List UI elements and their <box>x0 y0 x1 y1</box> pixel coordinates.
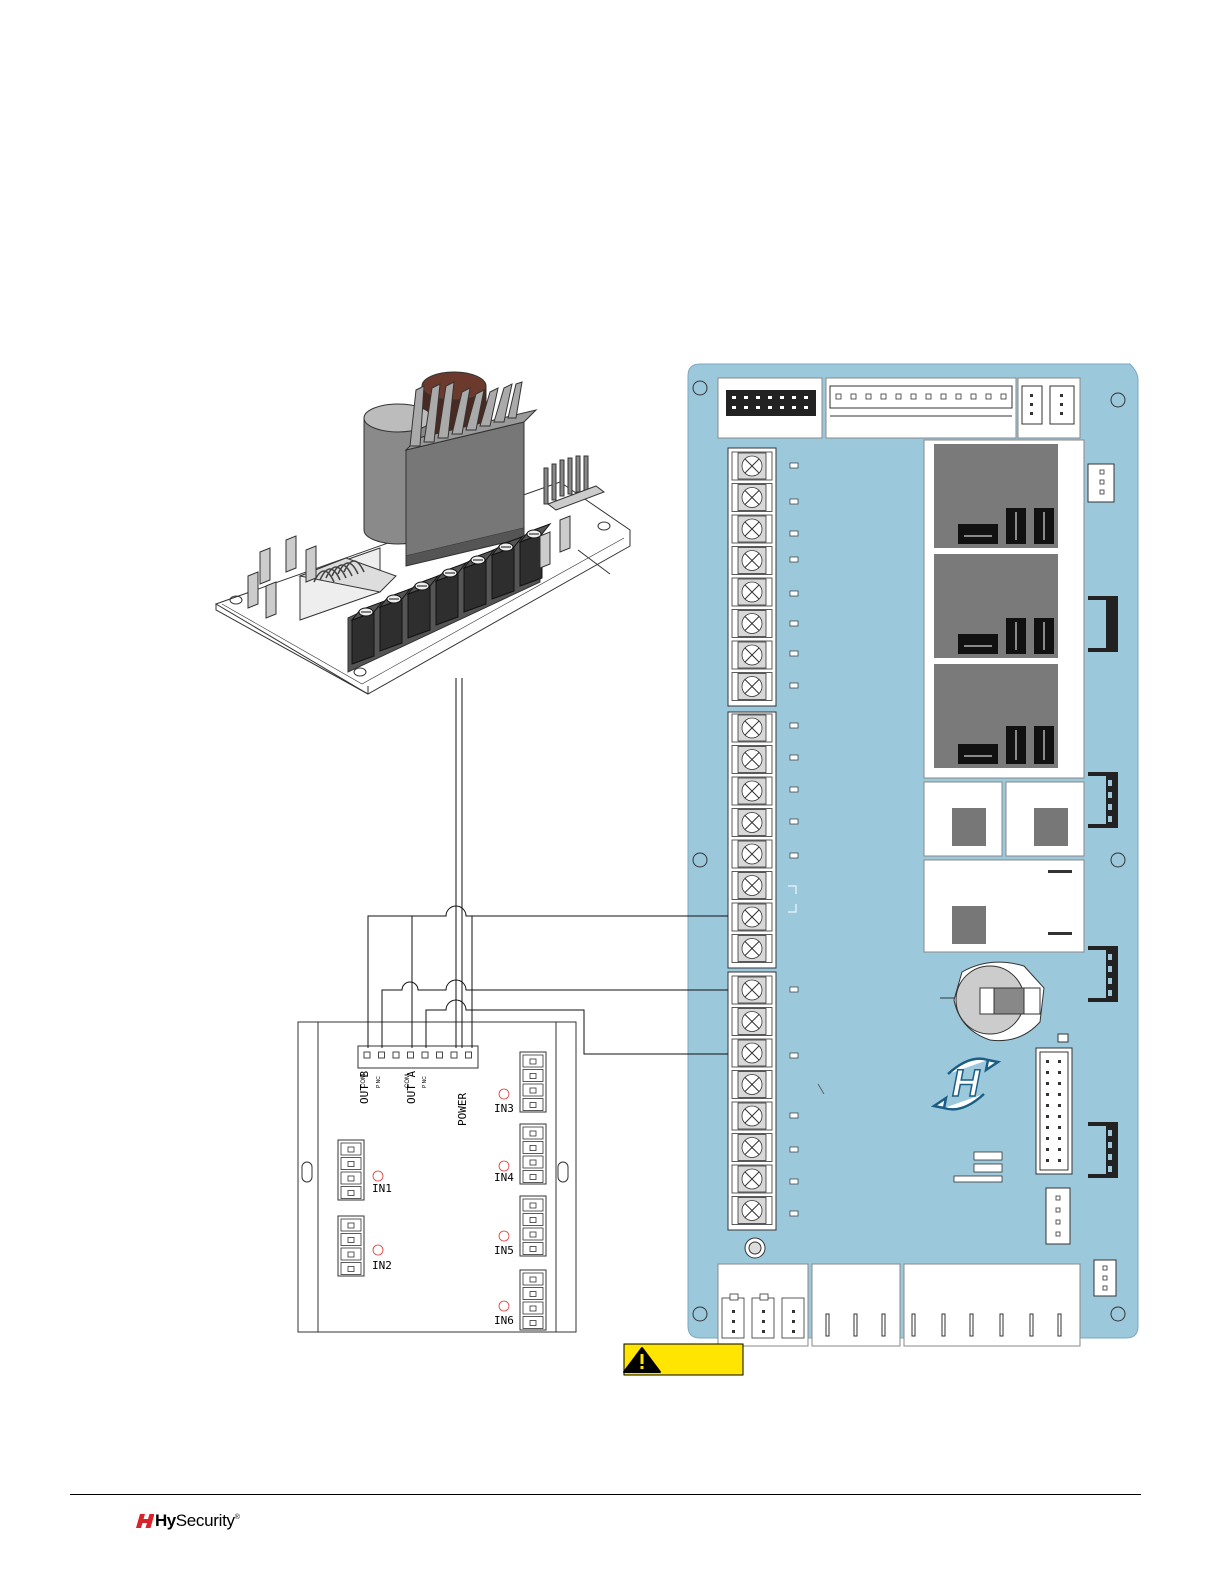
output-terminal-pin <box>364 1052 370 1058</box>
top-header-connector <box>718 378 822 438</box>
wires <box>368 678 728 1054</box>
svg-text:H: H <box>952 1063 981 1105</box>
screw-terminal <box>732 484 772 512</box>
screw-terminal <box>732 935 772 963</box>
input-led <box>373 1171 383 1181</box>
indicator-led <box>790 463 798 468</box>
indicator-led <box>790 1053 798 1058</box>
top-small-connectors <box>1018 378 1080 438</box>
input-label-in1: IN1 <box>372 1182 392 1195</box>
input-label-in3: IN3 <box>494 1102 514 1115</box>
indicator-led <box>790 683 798 688</box>
input-label-in2: IN2 <box>372 1259 392 1272</box>
input-led <box>499 1301 509 1311</box>
pin-header-right <box>544 456 604 510</box>
screw-terminal <box>732 547 772 575</box>
screw-terminal <box>732 1134 772 1162</box>
screw-terminal <box>732 903 772 931</box>
input-label-in4: IN4 <box>494 1171 514 1184</box>
output-terminal-pin <box>379 1052 385 1058</box>
indicator-led <box>790 987 798 992</box>
out-a-pnc-label: P NC <box>422 1076 428 1088</box>
input-led <box>499 1161 509 1171</box>
screw-terminal <box>732 777 772 805</box>
input-led <box>499 1231 509 1241</box>
screw-terminal <box>732 1197 772 1225</box>
indicator-led <box>790 531 798 536</box>
screw-terminal <box>732 452 772 480</box>
output-terminal-pin <box>408 1052 414 1058</box>
indicator-led <box>790 1113 798 1118</box>
output-terminal-pin <box>422 1052 428 1058</box>
indicator-led <box>790 621 798 626</box>
screw-terminal <box>732 515 772 543</box>
screw-terminal <box>732 1165 772 1193</box>
indicator-led <box>790 651 798 656</box>
indicator-led <box>790 591 798 596</box>
power-supply-board <box>216 372 630 694</box>
indicator-led <box>790 787 798 792</box>
bottom-connectors <box>718 1264 1080 1346</box>
screw-terminal <box>732 809 772 837</box>
screw-terminal <box>732 578 772 606</box>
brand-name-light: Security <box>176 1511 235 1531</box>
hysecurity-logo-icon <box>136 1513 154 1529</box>
out-b-pnc-label: P NC <box>376 1076 382 1088</box>
brand-trademark: ® <box>235 1514 240 1521</box>
screw-terminal <box>732 1071 772 1099</box>
warning-badge <box>624 1344 743 1375</box>
indicator-led <box>790 1211 798 1216</box>
output-terminal-pin <box>466 1052 472 1058</box>
control-board: H <box>688 364 1138 1346</box>
input-label-in6: IN6 <box>494 1314 514 1327</box>
footer-divider <box>70 1494 1141 1495</box>
screw-terminal <box>732 746 772 774</box>
brand-name-bold: Hy <box>155 1511 176 1531</box>
power-label: POWER <box>456 1093 469 1126</box>
indicator-led <box>790 723 798 728</box>
indicator-led <box>790 1179 798 1184</box>
terminal-block-strip <box>728 448 776 1258</box>
screw-terminal <box>732 872 772 900</box>
output-terminal-header <box>358 1046 478 1068</box>
ribbon-connector <box>1036 1034 1072 1174</box>
indicator-led <box>790 1147 798 1152</box>
screw-terminal <box>732 1102 772 1130</box>
indicator-led <box>790 557 798 562</box>
top-pin-strip-connector <box>826 378 1016 438</box>
screw-terminal <box>732 714 772 742</box>
input-led <box>373 1245 383 1255</box>
relay-3 <box>934 664 1058 768</box>
input-led <box>499 1089 509 1099</box>
indicator-led <box>790 819 798 824</box>
screw-terminal <box>732 1008 772 1036</box>
indicator-led <box>790 499 798 504</box>
input-label-in5: IN5 <box>494 1244 514 1257</box>
relay-2 <box>934 554 1058 658</box>
out-a-com-label: COM <box>405 1074 411 1088</box>
output-terminal-pin <box>393 1052 399 1058</box>
screw-terminal <box>732 673 772 701</box>
screw-terminal <box>732 641 772 669</box>
output-terminal-pin <box>437 1052 443 1058</box>
indicator-led <box>790 755 798 760</box>
output-terminal-pin <box>451 1052 457 1058</box>
indicator-led <box>790 853 798 858</box>
screw-terminal <box>732 840 772 868</box>
screw-terminal <box>732 1039 772 1067</box>
screw-terminal <box>732 610 772 638</box>
relay-1 <box>934 444 1058 548</box>
screw-terminal <box>732 976 772 1004</box>
relay-module <box>298 1022 576 1332</box>
out-b-com-label: COM <box>361 1074 367 1088</box>
